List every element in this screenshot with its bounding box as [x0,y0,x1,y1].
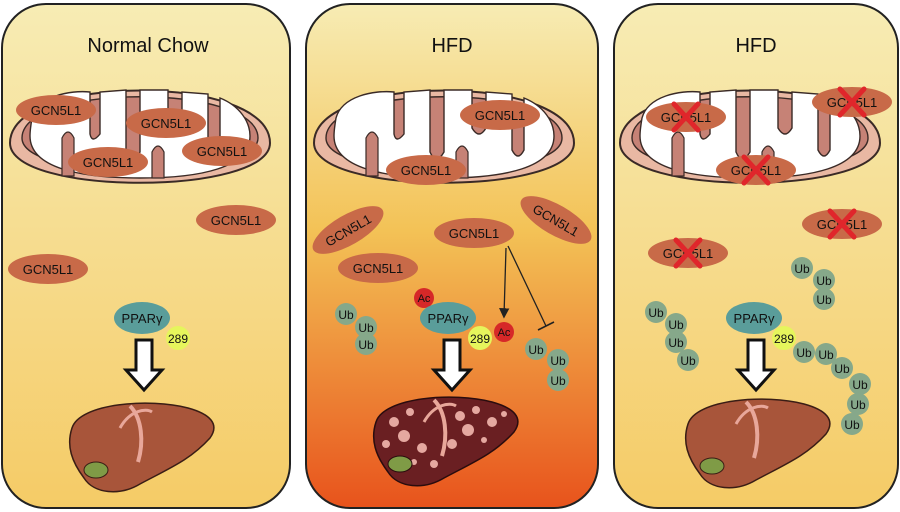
panel-title-normal: Normal Chow [87,35,209,57]
inhibition-bar [537,321,555,331]
ubiquitin: Ub [665,331,687,353]
svg-text:GCN5L1: GCN5L1 [197,144,248,159]
svg-text:Ub: Ub [668,336,684,350]
ppar-gamma: PPARγ [420,302,476,334]
gcn5l1-protein: GCN5L1 [196,205,276,235]
panel-title-hfd: HFD [431,35,472,57]
ubiquitin: Ub [815,343,837,365]
site-289: 289 [468,326,492,350]
svg-text:Ub: Ub [550,354,566,368]
ubiquitin: Ub [645,301,667,323]
svg-text:289: 289 [774,332,794,346]
ubiquitin: Ub [793,341,815,363]
svg-text:Ub: Ub [844,418,860,432]
knockout-x-icon [673,237,703,269]
svg-text:Ub: Ub [816,274,832,288]
gcn5l1-protein: GCN5L1 [16,95,96,125]
gcn5l1-protein-knocked-out: GCN5L1 [716,154,796,186]
ubiquitin: Ub [847,393,869,415]
ubiquitin: Ub [677,349,699,371]
knockout-x-icon [837,86,867,118]
ubiquitin: Ub [791,257,813,279]
svg-text:GCN5L1: GCN5L1 [83,155,134,170]
acetyl-group: Ac [494,322,514,342]
knockout-x-icon [741,154,771,186]
svg-text:Ub: Ub [834,362,850,376]
gcn5l1-protein: GCN5L1 [8,254,88,284]
svg-text:Ub: Ub [668,318,684,332]
gcn5l1-protein: GCN5L1 [386,155,466,185]
svg-text:GCN5L1: GCN5L1 [475,108,526,123]
ppar-gamma: PPARγ [726,302,782,334]
svg-text:GCN5L1: GCN5L1 [31,103,82,118]
svg-text:Ub: Ub [852,378,868,392]
gcn5l1-protein: GCN5L1 [182,136,262,166]
ubiquitin: Ub [665,313,687,335]
gcn5l1-protein: GCN5L1 [68,147,148,177]
svg-text:Ub: Ub [550,374,566,388]
svg-text:Ac: Ac [498,327,511,339]
svg-text:Ub: Ub [358,338,374,352]
svg-text:GCN5L1: GCN5L1 [141,116,192,131]
svg-text:Ub: Ub [528,343,544,357]
ubiquitin: Ub [547,349,569,371]
ubiquitin: Ub [355,333,377,355]
svg-text:289: 289 [168,332,188,346]
panel-title-hfd-ko: HFD [735,35,776,57]
ubiquitin: Ub [355,316,377,338]
ubiquitin: Ub [525,338,547,360]
acetyl-group: Ac [414,288,434,308]
knockout-x-icon [671,101,701,133]
activation-arrow [499,247,510,319]
ppar-gamma: PPARγ [114,302,170,334]
gcn5l1-protein: GCN5L1 [434,218,514,248]
gcn5l1-protein: GCN5L1 [338,253,418,283]
ubiquitin: Ub [841,413,863,435]
ubiquitin: Ub [547,369,569,391]
knockout-x-icon [827,208,857,240]
svg-text:Ub: Ub [796,346,812,360]
gcn5l1-protein: GCN5L1 [126,108,206,138]
ubiquitin: Ub [849,373,871,395]
gcn5l1-protein-knocked-out: GCN5L1 [802,208,882,240]
svg-text:Ub: Ub [338,308,354,322]
svg-text:GCN5L1: GCN5L1 [353,261,404,276]
gcn5l1-protein-knocked-out: GCN5L1 [812,86,892,118]
gcn5l1-protein-knocked-out: GCN5L1 [646,101,726,133]
svg-text:Ub: Ub [818,348,834,362]
svg-text:Ub: Ub [850,398,866,412]
svg-text:PPARγ: PPARγ [734,311,775,326]
svg-text:Ub: Ub [794,262,810,276]
ubiquitin: Ub [813,269,835,291]
svg-text:289: 289 [470,332,490,346]
svg-text:Ub: Ub [680,354,696,368]
inhibition-line [507,245,547,327]
svg-text:PPARγ: PPARγ [428,311,469,326]
svg-text:GCN5L1: GCN5L1 [449,226,500,241]
site-289: 289 [166,326,190,350]
svg-text:Ub: Ub [816,293,832,307]
site-289: 289 [772,326,796,350]
svg-text:PPARγ: PPARγ [122,311,163,326]
ubiquitin: Ub [335,303,357,325]
svg-text:Ac: Ac [418,293,431,305]
ubiquitin: Ub [831,357,853,379]
svg-text:GCN5L1: GCN5L1 [401,163,452,178]
gcn5l1-protein-knocked-out: GCN5L1 [648,237,728,269]
svg-text:Ub: Ub [648,306,664,320]
svg-text:GCN5L1: GCN5L1 [23,262,74,277]
gcn5l1-protein: GCN5L1 [460,100,540,130]
ubiquitin: Ub [813,288,835,310]
svg-text:Ub: Ub [358,321,374,335]
svg-text:GCN5L1: GCN5L1 [211,213,262,228]
